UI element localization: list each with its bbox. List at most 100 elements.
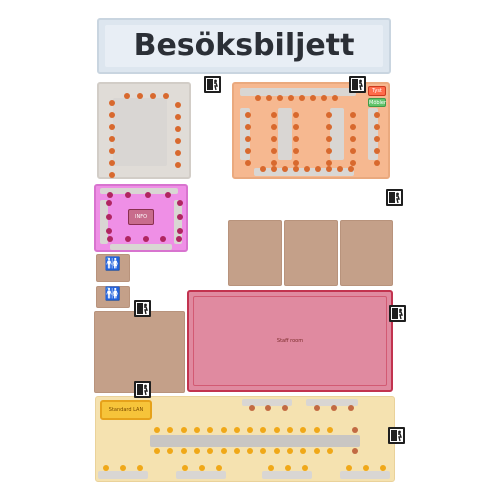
seat[interactable] [350, 136, 356, 142]
seat[interactable] [154, 427, 160, 433]
seat[interactable] [221, 427, 227, 433]
seat[interactable] [234, 448, 240, 454]
seat[interactable] [199, 465, 205, 471]
seat[interactable] [255, 95, 261, 101]
seat[interactable] [326, 124, 332, 130]
seat[interactable] [271, 148, 277, 154]
seat[interactable] [327, 448, 333, 454]
seat[interactable] [125, 192, 131, 198]
seat[interactable] [163, 93, 169, 99]
seat[interactable] [245, 160, 251, 166]
seat[interactable] [271, 166, 277, 172]
seat[interactable] [207, 448, 213, 454]
seat[interactable] [293, 124, 299, 130]
seat[interactable] [348, 166, 354, 172]
seat[interactable] [109, 112, 115, 118]
seat[interactable] [287, 427, 293, 433]
seat[interactable] [293, 136, 299, 142]
seat[interactable] [277, 95, 283, 101]
seat[interactable] [374, 112, 380, 118]
seat[interactable] [150, 93, 156, 99]
seat[interactable] [374, 124, 380, 130]
seat[interactable] [107, 192, 113, 198]
side-room-3[interactable] [340, 220, 393, 286]
seat[interactable] [293, 166, 299, 172]
seat[interactable] [314, 448, 320, 454]
seat[interactable] [109, 136, 115, 142]
seat[interactable] [234, 427, 240, 433]
seat[interactable] [331, 405, 337, 411]
seat[interactable] [167, 427, 173, 433]
seat[interactable] [109, 172, 115, 178]
seat[interactable] [314, 427, 320, 433]
seat[interactable] [109, 124, 115, 130]
seating-room-orange[interactable] [232, 82, 390, 179]
seat[interactable] [175, 162, 181, 168]
side-room-1[interactable] [228, 220, 282, 286]
seat[interactable] [106, 214, 112, 220]
seat[interactable] [326, 136, 332, 142]
seat[interactable] [154, 448, 160, 454]
seat[interactable] [106, 200, 112, 206]
seat[interactable] [315, 166, 321, 172]
seat[interactable] [352, 448, 358, 454]
seat[interactable] [350, 148, 356, 154]
seat[interactable] [293, 112, 299, 118]
seat[interactable] [288, 95, 294, 101]
seat[interactable] [109, 100, 115, 106]
seat[interactable] [165, 192, 171, 198]
seat[interactable] [265, 405, 271, 411]
seat[interactable] [271, 112, 277, 118]
standard-lan-label[interactable]: Standard LAN [100, 400, 152, 420]
seat[interactable] [175, 138, 181, 144]
staff-room[interactable]: Staff room [187, 290, 393, 392]
side-room-2[interactable] [284, 220, 338, 286]
seat[interactable] [175, 114, 181, 120]
seat[interactable] [167, 448, 173, 454]
seat[interactable] [271, 124, 277, 130]
seat[interactable] [282, 166, 288, 172]
seat[interactable] [176, 236, 182, 242]
seat[interactable] [177, 214, 183, 220]
seat[interactable] [285, 465, 291, 471]
seat[interactable] [374, 160, 380, 166]
seat[interactable] [125, 236, 131, 242]
seat[interactable] [106, 228, 112, 234]
seat[interactable] [260, 448, 266, 454]
seat[interactable] [337, 166, 343, 172]
seat[interactable] [221, 448, 227, 454]
seat[interactable] [350, 112, 356, 118]
seat[interactable] [247, 427, 253, 433]
seat[interactable] [332, 95, 338, 101]
seat[interactable] [268, 465, 274, 471]
seat[interactable] [326, 148, 332, 154]
seat[interactable] [326, 112, 332, 118]
seat[interactable] [260, 166, 266, 172]
toilet-room-2[interactable]: 🚻 [96, 286, 130, 308]
seat[interactable] [314, 405, 320, 411]
seat[interactable] [350, 160, 356, 166]
seat[interactable] [103, 465, 109, 471]
seat[interactable] [260, 427, 266, 433]
seat[interactable] [374, 148, 380, 154]
seat[interactable] [175, 150, 181, 156]
seat[interactable] [177, 200, 183, 206]
seat[interactable] [177, 228, 183, 234]
seat[interactable] [363, 465, 369, 471]
seat[interactable] [207, 427, 213, 433]
seat[interactable] [143, 236, 149, 242]
seat[interactable] [175, 126, 181, 132]
seat[interactable] [266, 95, 272, 101]
seat[interactable] [274, 427, 280, 433]
seat[interactable] [194, 448, 200, 454]
seat[interactable] [181, 427, 187, 433]
seat[interactable] [293, 160, 299, 166]
seat[interactable] [182, 465, 188, 471]
seat[interactable] [374, 136, 380, 142]
seat[interactable] [282, 405, 288, 411]
seat[interactable] [300, 448, 306, 454]
seat[interactable] [293, 148, 299, 154]
seat[interactable] [271, 136, 277, 142]
seat[interactable] [304, 166, 310, 172]
info-desk[interactable]: INFO [128, 209, 154, 225]
